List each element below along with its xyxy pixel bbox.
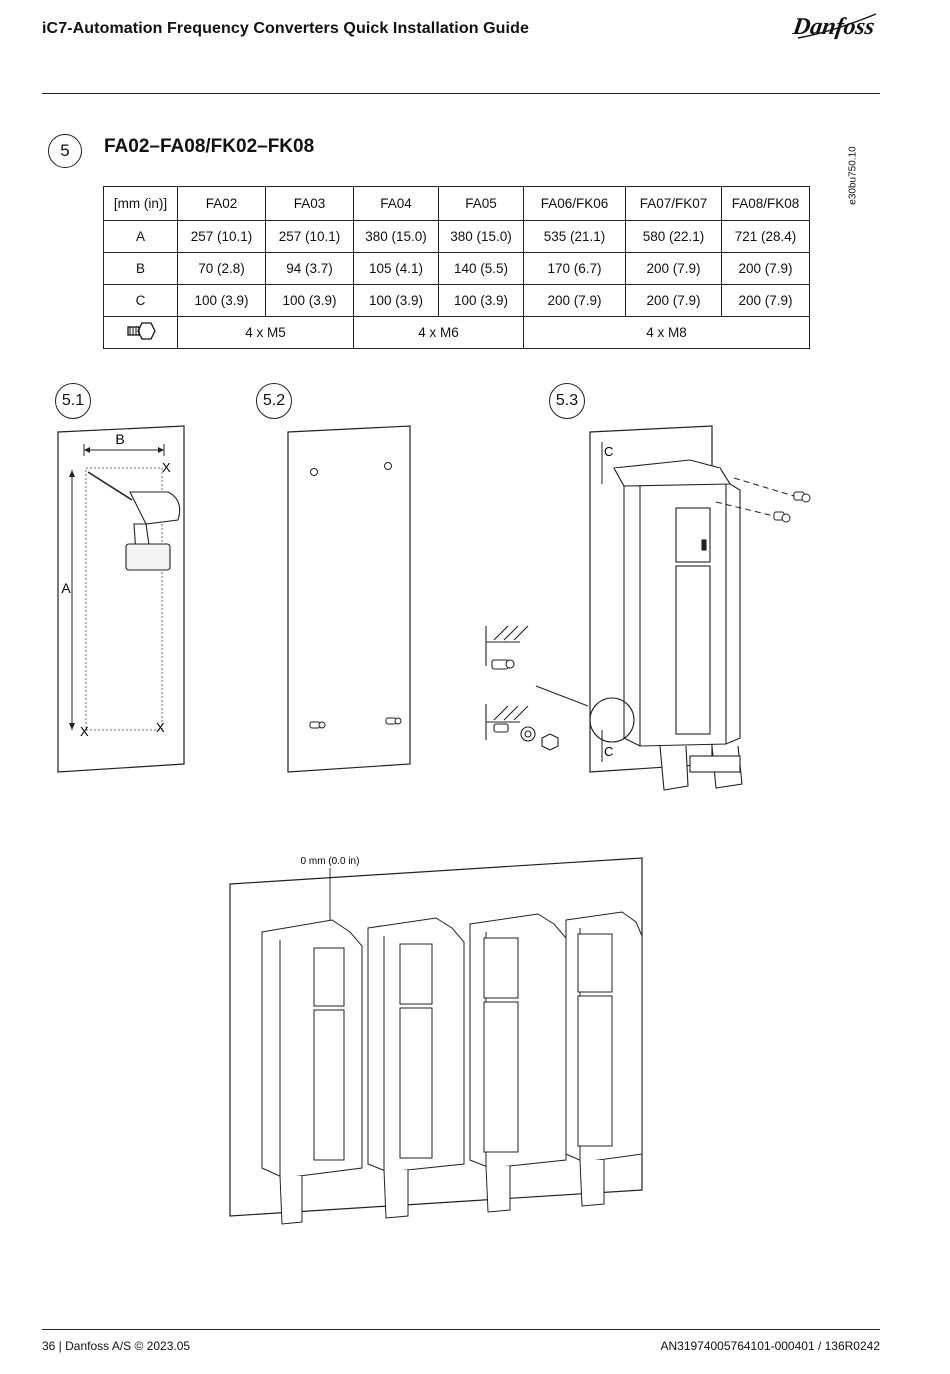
screw-icon bbox=[309, 717, 402, 729]
hole-mark: X bbox=[156, 720, 165, 735]
table-cell: 100 (3.9) bbox=[353, 284, 439, 317]
figure-number: 5.1 bbox=[61, 392, 85, 409]
table-cell: 140 (5.5) bbox=[438, 252, 524, 285]
drive-unit bbox=[367, 917, 465, 1219]
table-cell: 580 (22.1) bbox=[625, 220, 722, 253]
table-col-header: FA05 bbox=[438, 186, 524, 221]
table-cell: 200 (7.9) bbox=[625, 284, 722, 317]
drill-icon bbox=[87, 471, 181, 571]
bolt-icon bbox=[715, 477, 811, 523]
table-cell: 170 (6.7) bbox=[523, 252, 626, 285]
footer-rule bbox=[42, 1329, 880, 1330]
document-header-title: iC7-Automation Frequency Converters Quic… bbox=[42, 20, 529, 37]
table-cell: 721 (28.4) bbox=[721, 220, 810, 253]
table-cell: 257 (10.1) bbox=[265, 220, 354, 253]
table-col-header: FA04 bbox=[353, 186, 439, 221]
table-cell: 100 (3.9) bbox=[438, 284, 524, 317]
table-row: A 257 (10.1) 257 (10.1) 380 (15.0) 380 (… bbox=[103, 220, 810, 253]
table-cell: 200 (7.9) bbox=[625, 252, 722, 285]
danfoss-logo: Danfoss bbox=[792, 13, 877, 40]
hole-mark: X bbox=[80, 724, 89, 739]
row-label: A bbox=[103, 220, 178, 253]
table-header-row: [mm (in)] FA02 FA03 FA04 FA05 FA06/FK06 … bbox=[103, 186, 810, 221]
table-cell: 200 (7.9) bbox=[721, 284, 810, 317]
wall-drilling-illustration: B A X X X bbox=[57, 425, 185, 773]
figure-number-badge: 5.2 bbox=[256, 383, 292, 419]
clearance-label-c-bottom: C bbox=[604, 744, 613, 759]
clearance-label-c-top: C bbox=[604, 444, 613, 459]
hole-mark: X bbox=[162, 460, 171, 475]
table-col-header: FA06/FK06 bbox=[523, 186, 626, 221]
drive-unit bbox=[565, 911, 643, 1207]
drive-unit bbox=[469, 913, 567, 1213]
table-cell: 4 x M8 bbox=[523, 316, 810, 349]
table-row-screws: 4 x M5 4 x M6 4 x M8 bbox=[103, 316, 810, 349]
drive-unit bbox=[261, 919, 363, 1225]
screw-icon bbox=[126, 322, 156, 340]
drive-mounting-illustration: C C bbox=[485, 425, 811, 791]
dimension-label-a: A bbox=[61, 580, 71, 596]
section-title: FA02–FA08/FK02–FK08 bbox=[104, 136, 315, 157]
table-cell: 94 (3.7) bbox=[265, 252, 354, 285]
table-cell: 70 (2.8) bbox=[177, 252, 266, 285]
figure-number: 5.3 bbox=[555, 392, 579, 409]
figure-number-badge: 5.1 bbox=[55, 383, 91, 419]
step-number-badge: 5 bbox=[48, 134, 82, 168]
table-col-header: FA03 bbox=[265, 186, 354, 221]
table-cell: 200 (7.9) bbox=[523, 284, 626, 317]
figure-number: 5.2 bbox=[262, 392, 286, 409]
side-by-side-mounting-illustration: 0 mm (0.0 in) bbox=[229, 856, 643, 1225]
table-cell: 105 (4.1) bbox=[353, 252, 439, 285]
table-cell: 100 (3.9) bbox=[265, 284, 354, 317]
footer-document-number: AN31974005764101-000401 / 136R0242 bbox=[660, 1339, 880, 1353]
dimensions-table: [mm (in)] FA02 FA03 FA04 FA05 FA06/FK06 … bbox=[103, 186, 810, 349]
table-col-header: FA08/FK08 bbox=[721, 186, 810, 221]
wall-screws-illustration bbox=[287, 425, 411, 773]
table-cell: 380 (15.0) bbox=[438, 220, 524, 253]
table-col-header: FA02 bbox=[177, 186, 266, 221]
table-cell: 200 (7.9) bbox=[721, 252, 810, 285]
table-row: B 70 (2.8) 94 (3.7) 105 (4.1) 140 (5.5) … bbox=[103, 252, 810, 285]
screw-icon-cell bbox=[103, 316, 178, 349]
svg-text:Danfoss: Danfoss bbox=[792, 14, 876, 40]
table-cell: 4 x M5 bbox=[177, 316, 354, 349]
drive-unit bbox=[613, 459, 743, 791]
table-col-header: FA07/FK07 bbox=[625, 186, 722, 221]
table-unit-header: [mm (in)] bbox=[103, 186, 178, 221]
table-cell: 4 x M6 bbox=[353, 316, 524, 349]
clearance-label: 0 mm (0.0 in) bbox=[301, 856, 360, 867]
table-cell: 380 (15.0) bbox=[353, 220, 439, 253]
wall-bracket-detail bbox=[485, 625, 559, 751]
footer-page-info: 36 | Danfoss A/S © 2023.05 bbox=[42, 1339, 191, 1353]
dimension-label-b: B bbox=[115, 431, 124, 447]
table-row: C 100 (3.9) 100 (3.9) 100 (3.9) 100 (3.9… bbox=[103, 284, 810, 317]
row-label: C bbox=[103, 284, 178, 317]
row-label: B bbox=[103, 252, 178, 285]
table-cell: 535 (21.1) bbox=[523, 220, 626, 253]
step-number: 5 bbox=[60, 141, 70, 160]
table-cell: 257 (10.1) bbox=[177, 220, 266, 253]
document-code: e30bu750.10 bbox=[847, 146, 859, 205]
figure-number-badge: 5.3 bbox=[549, 383, 585, 419]
table-cell: 100 (3.9) bbox=[177, 284, 266, 317]
header-rule bbox=[42, 93, 880, 94]
